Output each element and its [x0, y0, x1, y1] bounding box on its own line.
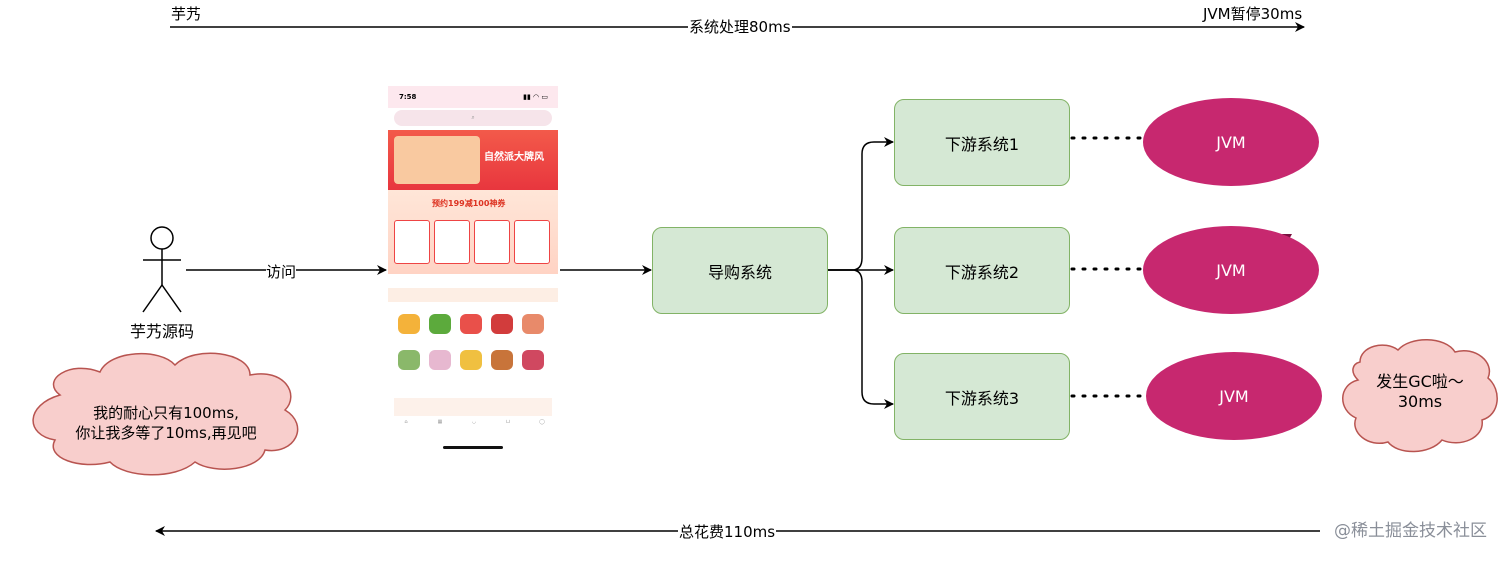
phone-tab-cart-icon: ⊔ — [506, 419, 510, 425]
phone-info-row — [388, 276, 558, 284]
jvm-2-label: JVM — [1216, 260, 1246, 280]
cloud-right-shape — [1342, 339, 1498, 453]
phone-category-cell — [398, 314, 420, 334]
phone-time: 7:58 — [399, 93, 417, 101]
phone-status-bar: 7:58 ▮▮ ◠ ▭ — [388, 86, 558, 108]
downstream-system-2-box: 下游系统2 — [894, 227, 1070, 314]
phone-product-card — [434, 220, 470, 264]
downstream-system-3-box: 下游系统3 — [894, 353, 1070, 440]
phone-category-grid — [396, 314, 550, 384]
phone-battery-icon: ▮▮ ◠ ▭ — [523, 93, 548, 101]
guide-system-box: 导购系统 — [652, 227, 828, 314]
top-left-label: 芋艿 — [171, 5, 202, 23]
phone-banner-image — [394, 136, 480, 184]
phone-tab-category-icon: ▦ — [437, 419, 443, 425]
cloud-right-line1: 发生GC啦～ — [1376, 372, 1464, 391]
cloud-right-text: 发生GC啦～ 30ms — [1358, 372, 1482, 412]
watermark-text: @稀土掘金技术社区 — [1334, 521, 1487, 541]
phone-category-cell — [522, 314, 544, 334]
downstream-system-1-box: 下游系统1 — [894, 99, 1070, 186]
bottom-total-label: 总花费110ms — [678, 523, 777, 541]
jvm-1-label: JVM — [1216, 132, 1246, 152]
cloud-right-line2: 30ms — [1397, 392, 1443, 411]
cloud-left-text: 我的耐心只有100ms, 你让我多等了10ms,再见吧 — [58, 403, 274, 443]
top-right-label: JVM暂停30ms — [1203, 5, 1303, 23]
phone-tab-eat-icon: ◡ — [471, 419, 477, 425]
guide-to-downstream3-arrow — [828, 269, 894, 409]
phone-category-cell — [429, 314, 451, 334]
jvm-2-ellipse: JVM — [1143, 226, 1319, 314]
phone-tab-me-icon: ◯ — [539, 419, 545, 425]
phone-search-bar: ⌕ — [394, 110, 552, 126]
guide-to-downstream1-arrow — [828, 137, 894, 271]
cloud-left-line2: 你让我多等了10ms,再见吧 — [75, 424, 257, 442]
phone-product-card — [474, 220, 510, 264]
phone-banner: 自然派大牌风 — [388, 130, 558, 190]
jvm-1-ellipse: JVM — [1143, 98, 1319, 186]
phone-category-cell — [491, 350, 513, 370]
phone-screenshot: 7:58 ▮▮ ◠ ▭ ⌕ 自然派大牌风 预约199减100神券 ⌂ ▦ ◡ ⊔… — [388, 86, 558, 450]
cloud-left-shape — [32, 352, 299, 476]
phone-promo-text: 预约199减100神券 — [432, 199, 506, 208]
guide-system-label: 导购系统 — [707, 262, 772, 282]
phone-member-row — [388, 288, 558, 302]
top-middle-label: 系统处理80ms — [688, 18, 792, 36]
phone-home-indicator — [443, 446, 503, 449]
phone-tab-home-icon: ⌂ — [404, 419, 408, 425]
downstream-system-2-label: 下游系统2 — [944, 262, 1020, 282]
phone-promo-area: 预约199减100神券 — [388, 190, 558, 274]
downstream-system-1-label: 下游系统1 — [944, 134, 1020, 154]
jvm-3-label: JVM — [1219, 386, 1249, 406]
actor-icon — [142, 226, 182, 313]
downstream-system-3-label: 下游系统3 — [944, 388, 1020, 408]
phone-category-cell — [429, 350, 451, 370]
cloud-left-line1: 我的耐心只有100ms, — [93, 404, 239, 422]
phone-category-cell — [460, 314, 482, 334]
access-label: 访问 — [266, 263, 297, 281]
phone-category-cell — [398, 350, 420, 370]
phone-product-card — [394, 220, 430, 264]
phone-product-card — [514, 220, 550, 264]
phone-category-cell — [460, 350, 482, 370]
jvm-3-ellipse: JVM — [1146, 352, 1322, 440]
phone-category-cell — [491, 314, 513, 334]
phone-category-cell — [522, 350, 544, 370]
actor-label: 芋艿源码 — [130, 322, 195, 341]
phone-banner-text: 自然派大牌风 — [484, 152, 544, 163]
phone-deals-row — [394, 398, 552, 416]
